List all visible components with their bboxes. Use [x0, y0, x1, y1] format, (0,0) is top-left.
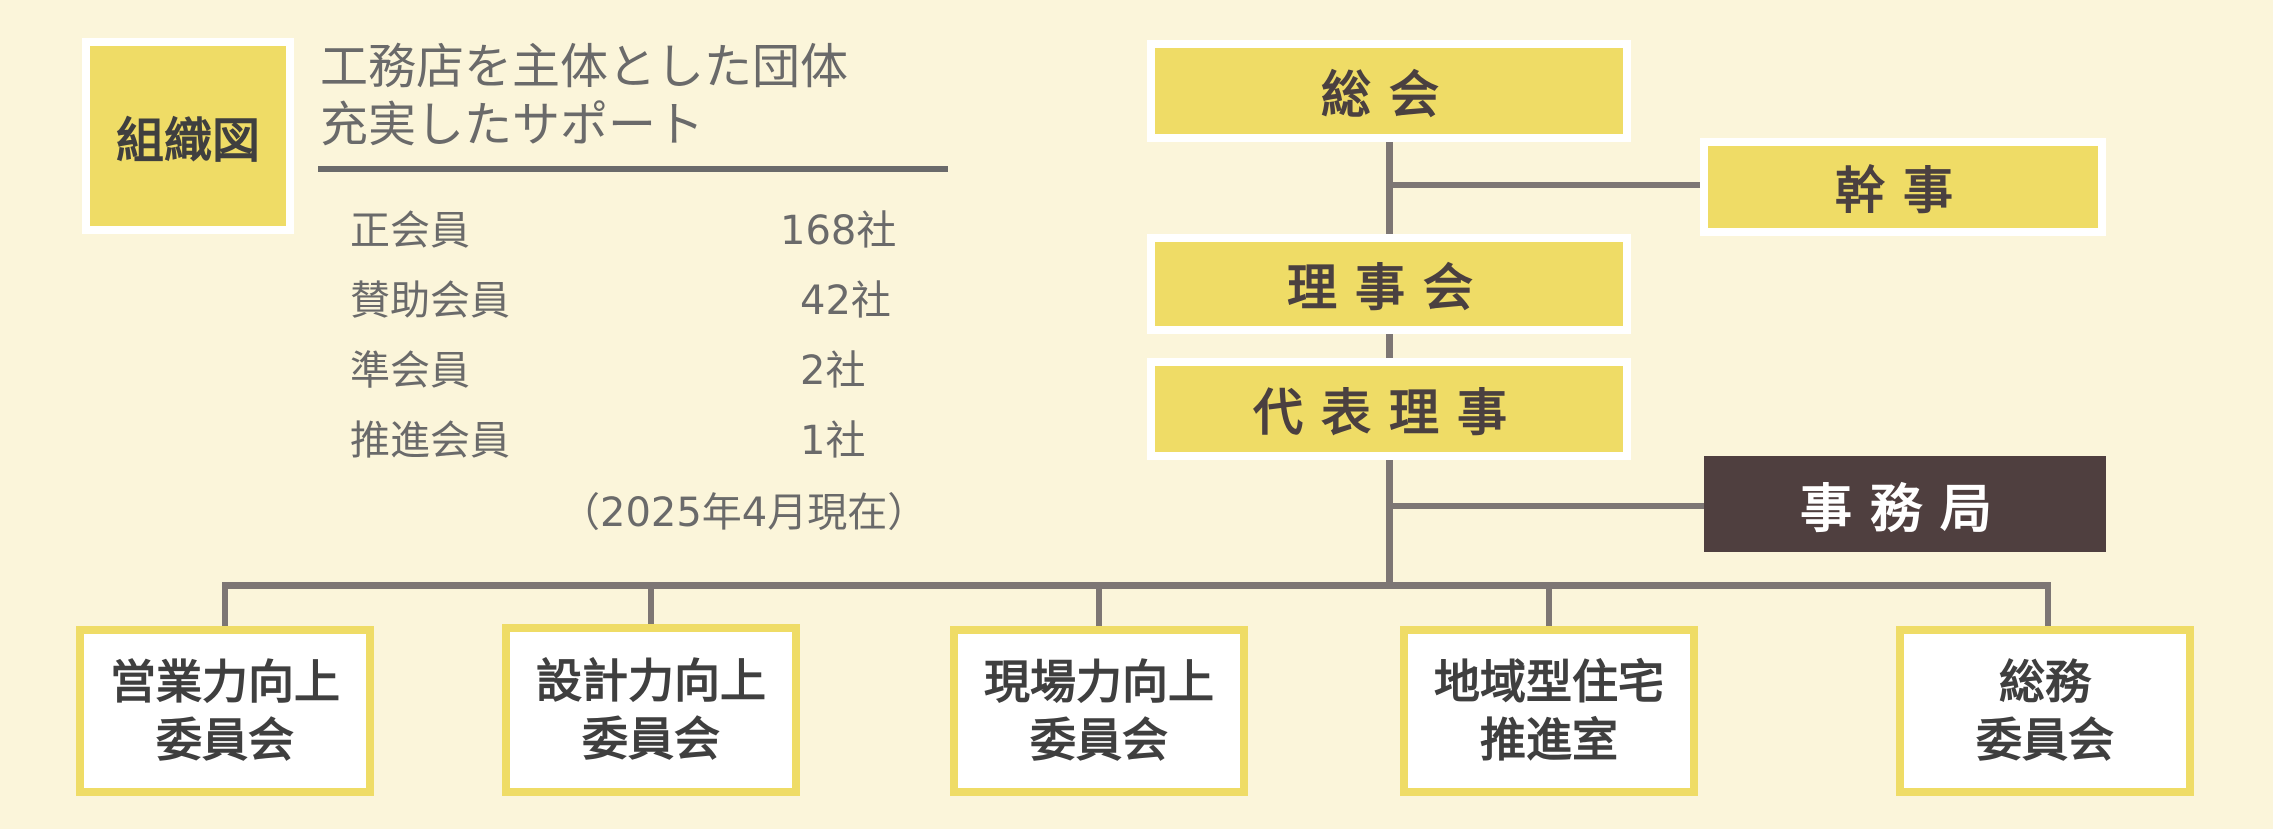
member-count-regular: 168社	[780, 208, 897, 254]
box-board: 理事会	[1147, 234, 1631, 334]
divider	[318, 166, 948, 172]
connector-secretary	[1386, 182, 1704, 188]
committee-general-affairs-line-1: 総務	[1999, 655, 2091, 709]
connector-committee-2	[648, 582, 654, 632]
committee-sales: 営業力向上 委員会	[76, 626, 374, 796]
committee-sales-line-1: 営業力向上	[110, 655, 340, 709]
org-chart-badge: 組織図	[82, 38, 294, 234]
subtitle-line-1: 工務店を主体とした団体	[320, 39, 849, 95]
committee-design-line-1: 設計力向上	[536, 654, 766, 708]
committee-site-line-1: 現場力向上	[984, 655, 1214, 709]
member-count-promotion: 1社	[800, 418, 866, 464]
subtitle: 工務店を主体とした団体 充実したサポート	[320, 38, 848, 154]
box-general-assembly: 総会	[1147, 40, 1631, 142]
connector-committee-4	[1546, 582, 1552, 632]
committee-site-line-2: 委員会	[1030, 713, 1168, 767]
committee-design-line-2: 委員会	[582, 712, 720, 766]
connector-office	[1386, 503, 1704, 509]
connector-committee-1	[222, 582, 228, 632]
committee-general-affairs-line-2: 委員会	[1976, 713, 2114, 767]
connector-committees-horizontal	[222, 582, 2051, 589]
connector-committee-3	[1096, 582, 1102, 632]
committee-regional-housing: 地域型住宅 推進室	[1400, 626, 1698, 796]
member-label-supporting: 賛助会員	[350, 278, 510, 324]
committee-site: 現場力向上 委員会	[950, 626, 1248, 796]
member-count-associate: 2社	[800, 348, 866, 394]
box-secretary: 幹事	[1700, 138, 2106, 236]
member-label-associate: 準会員	[350, 348, 470, 394]
box-office: 事務局	[1704, 456, 2106, 552]
member-count-supporting: 42社	[800, 278, 891, 324]
member-label-promotion: 推進会員	[350, 418, 510, 464]
box-representative: 代表理事	[1147, 358, 1631, 460]
committee-regional-housing-line-2: 推進室	[1480, 713, 1618, 767]
as-of-date: （2025年4月現在）	[560, 490, 928, 536]
committee-regional-housing-line-1: 地域型住宅	[1434, 655, 1664, 709]
subtitle-line-2: 充実したサポート	[320, 97, 705, 153]
committee-sales-line-2: 委員会	[156, 713, 294, 767]
connector-committee-5	[2045, 582, 2051, 632]
committee-general-affairs: 総務 委員会	[1896, 626, 2194, 796]
member-label-regular: 正会員	[350, 208, 470, 254]
committee-design: 設計力向上 委員会	[502, 624, 800, 796]
